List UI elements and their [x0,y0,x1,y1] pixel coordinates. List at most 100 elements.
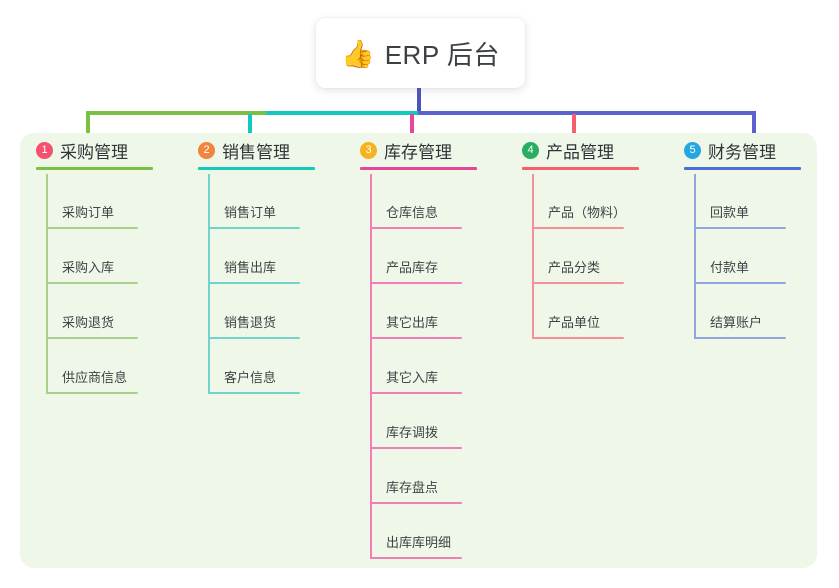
list-item[interactable]: 库存调拨 [344,394,477,449]
list-item-rule [532,337,624,339]
list-item-rule [208,282,300,284]
list-item-label: 库存盘点 [386,480,439,495]
drop-to-purchasing [86,114,90,136]
column-1: 1 采购管理采购订单采购入库采购退货供应商信息 [20,133,153,394]
column-badge-1: 1 [36,141,53,159]
list-item-rule [370,502,462,504]
list-item-rule [532,282,624,284]
list-item[interactable]: 供应商信息 [20,339,153,394]
column-header-3[interactable]: 3 库存管理 [344,133,477,167]
list-item-label: 产品库存 [386,260,439,275]
list-item-rule [46,282,138,284]
column-spine-5 [694,174,696,339]
column-header-1[interactable]: 1 采购管理 [20,133,153,167]
column-2: 2 销售管理销售订单销售出库销售退货客户信息 [182,133,315,394]
column-spine-4 [532,174,534,339]
bus-segment-green [86,111,266,115]
list-item-rule [208,337,300,339]
list-item[interactable]: 销售订单 [182,174,315,229]
drop-to-inventory [410,114,414,136]
column-items-5: 回款单付款单结算账户 [668,174,801,339]
list-item[interactable]: 销售出库 [182,229,315,284]
column-5: 5 财务管理回款单付款单结算账户 [668,133,801,339]
column-header-rule-5 [684,167,801,170]
column-badge-5: 5 [684,141,701,159]
list-item-label: 其它入库 [386,370,439,385]
column-items-4: 产品（物料） 产品分类产品单位 [506,174,639,339]
list-item-label: 产品（物料） [548,205,627,220]
column-3: 3 库存管理仓库信息产品库存其它出库其它入库库存调拨库存盘点出库库明细 [344,133,477,559]
list-item-rule [370,227,462,229]
list-item[interactable]: 其它入库 [344,339,477,394]
list-item-label: 产品分类 [548,260,601,275]
list-item-label: 供应商信息 [62,370,128,385]
column-header-rule-4 [522,167,639,170]
list-item-rule [370,392,462,394]
list-item-label: 客户信息 [224,370,277,385]
list-item-label: 仓库信息 [386,205,439,220]
column-spine-2 [208,174,210,394]
bus-segment-blue [418,111,756,115]
column-header-2[interactable]: 2 销售管理 [182,133,315,167]
drop-to-product [572,114,576,136]
list-item[interactable]: 结算账户 [668,284,801,339]
list-item[interactable]: 客户信息 [182,339,315,394]
list-item[interactable]: 回款单 [668,174,801,229]
column-badge-2: 2 [198,141,215,159]
list-item-rule [370,447,462,449]
list-item-rule [370,337,462,339]
list-item[interactable]: 产品分类 [506,229,639,284]
root-stem-connector [417,88,421,114]
column-badge-4: 4 [522,141,539,159]
list-item[interactable]: 采购入库 [20,229,153,284]
column-header-rule-2 [198,167,315,170]
column-header-rule-1 [36,167,153,170]
column-title-2: 销售管理 [222,142,290,162]
list-item-rule [46,227,138,229]
column-items-2: 销售订单销售出库销售退货客户信息 [182,174,315,394]
list-item[interactable]: 库存盘点 [344,449,477,504]
root-node-card[interactable]: 👍 ERP 后台 [316,18,525,88]
list-item[interactable]: 付款单 [668,229,801,284]
list-item-label: 销售出库 [224,260,277,275]
list-item[interactable]: 销售退货 [182,284,315,339]
list-item-label: 销售订单 [224,205,277,220]
list-item[interactable]: 采购订单 [20,174,153,229]
list-item-label: 库存调拨 [386,425,439,440]
drop-to-sales [248,114,252,136]
list-item-rule [370,282,462,284]
list-item-label: 产品单位 [548,315,601,330]
list-item-rule [694,337,786,339]
list-item[interactable]: 仓库信息 [344,174,477,229]
column-title-4: 产品管理 [546,142,614,162]
column-header-4[interactable]: 4 产品管理 [506,133,639,167]
list-item-label: 出库库明细 [386,535,452,550]
list-item-rule [694,282,786,284]
list-item-label: 采购订单 [62,205,115,220]
list-item[interactable]: 采购退货 [20,284,153,339]
thumbs-up-icon: 👍 [341,38,375,69]
list-item-rule [46,392,138,394]
column-items-1: 采购订单采购入库采购退货供应商信息 [20,174,153,394]
list-item-label: 销售退货 [224,315,277,330]
drop-to-finance [752,114,756,136]
list-item-label: 回款单 [710,205,750,220]
list-item[interactable]: 产品（物料） [506,174,639,229]
list-item-rule [370,557,462,559]
column-title-5: 财务管理 [708,142,776,162]
list-item[interactable]: 产品单位 [506,284,639,339]
list-item[interactable]: 出库库明细 [344,504,477,559]
list-item-rule [532,227,624,229]
column-title-3: 库存管理 [384,142,452,162]
diagram-panel: 1 采购管理采购订单采购入库采购退货供应商信息 2 销售管理销售订单销售出库销售退货客… [20,133,817,568]
column-title-1: 采购管理 [60,142,128,162]
column-header-5[interactable]: 5 财务管理 [668,133,801,167]
column-badge-3: 3 [360,141,377,159]
column-header-rule-3 [360,167,477,170]
list-item-label: 结算账户 [710,315,763,330]
list-item-rule [694,227,786,229]
list-item[interactable]: 其它出库 [344,284,477,339]
list-item[interactable]: 产品库存 [344,229,477,284]
column-spine-3 [370,174,372,559]
list-item-rule [46,337,138,339]
